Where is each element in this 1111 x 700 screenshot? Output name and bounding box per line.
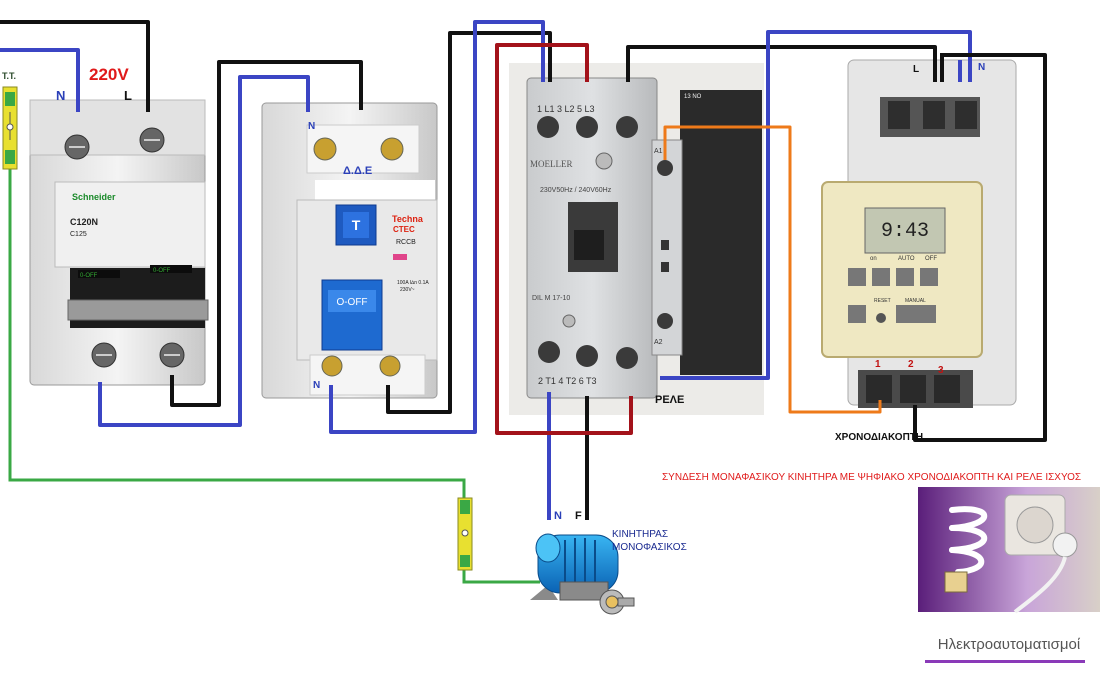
digital-timer: 9:43 on AUTO OFF RESET MANUAL <box>821 59 1017 408</box>
relay-label: ΡΕΛΕ <box>655 394 685 406</box>
rccb-type: RCCB <box>396 239 416 246</box>
earth-wire <box>8 165 540 584</box>
timer-btn-manual: MANUAL <box>905 298 926 304</box>
logo-underline <box>925 660 1085 663</box>
main-breaker: Schneider C120N C125 0-OFF 0-OFF <box>29 99 209 386</box>
rccb-test-button: T <box>352 217 361 233</box>
timer-terminal-2: 2 <box>908 359 914 370</box>
timer-btn-off: OFF <box>925 256 937 262</box>
rccb-spec2: 230V~ <box>400 287 415 293</box>
rccb-name-label: Δ.Δ.Ε <box>343 165 373 177</box>
motor-name-2: ΜΟΝΟΦΑΣΙΚΟΣ <box>612 542 687 553</box>
logo-text: Ηλεκτροαυτοματισμοί <box>937 636 1081 653</box>
motor <box>530 533 635 615</box>
breaker-brand: Schneider <box>72 192 116 202</box>
earth-terminal <box>2 86 18 170</box>
rccb: T Techna CTEC RCCB O-OFF 100A I∆n 0.1A 2… <box>261 102 438 399</box>
breaker-rating: C125 <box>70 231 87 238</box>
timer-btn-auto: AUTO <box>898 256 915 262</box>
motor-n-label: N <box>554 510 562 522</box>
motor-f-label: F <box>575 510 582 522</box>
relay-terms-bottom: 2 T1 4 T2 6 T3 <box>538 376 597 386</box>
timer-btn-reset: RESET <box>874 298 891 304</box>
breaker-off-2: 0-OFF <box>153 268 171 274</box>
rccb-bottom-n-label: N <box>313 380 321 391</box>
relay-terms-top: 1 L1 3 L2 5 L3 <box>537 104 595 114</box>
earth-label: T.T. <box>2 71 17 81</box>
rccb-top-n-label: N <box>308 121 316 132</box>
rccb-lever: O-OFF <box>336 297 367 308</box>
timer-n-label: N <box>978 62 986 73</box>
coil-wire <box>663 125 882 414</box>
neutral-wires <box>0 20 972 520</box>
relay-coil-a2: A2 <box>654 339 663 346</box>
contactor: 1 L1 3 L2 5 L3 MOELLER 230V50Hz / 240V60… <box>509 63 764 415</box>
motor-earth-terminal <box>457 497 473 571</box>
breaker-off-1: 0-OFF <box>80 273 98 279</box>
relay-voltage: 230V50Hz / 240V60Hz <box>540 187 612 194</box>
motor-name-1: ΚΙΝΗΤΗΡΑΣ <box>612 529 669 540</box>
timer-top-wires <box>940 53 1040 82</box>
relay-brand: MOELLER <box>530 159 573 169</box>
logo-photo <box>918 487 1100 614</box>
timer-terminal-3: 3 <box>938 365 944 376</box>
voltage-label: 220V <box>89 65 129 84</box>
timer-btn-on: on <box>870 256 877 262</box>
breaker-model: C120N <box>70 217 98 227</box>
timer-display: 9:43 <box>881 220 929 243</box>
diagram-title: ΣΥΝΔΕΣΗ ΜΟΝΑΦΑΣΙΚΟΥ ΚΙΝΗΤΗΡΑ ΜΕ ΨΗΦΙΑΚΟ … <box>662 472 1082 483</box>
rccb-spec: 100A I∆n 0.1A <box>397 280 429 286</box>
relay-aux: 13 NO <box>684 94 702 100</box>
timer-name-label: ΧΡΟΝΟΔΙΑΚΟΠΤΗ <box>835 432 924 443</box>
relay-model: DIL M 17-10 <box>532 295 570 302</box>
lightbulb-icon <box>949 506 987 575</box>
rccb-brand: Techna <box>392 214 424 224</box>
timer-l-label: L <box>913 64 920 75</box>
timer-terminal-1: 1 <box>875 359 881 370</box>
breaker-n-label: N <box>56 88 66 103</box>
phase-wires <box>0 20 1047 520</box>
relay-coil-a1: A1 <box>654 148 663 155</box>
breaker-l-label: L <box>124 88 132 103</box>
rccb-brand2: CTEC <box>393 225 415 234</box>
relay-loop-wire <box>495 43 633 435</box>
